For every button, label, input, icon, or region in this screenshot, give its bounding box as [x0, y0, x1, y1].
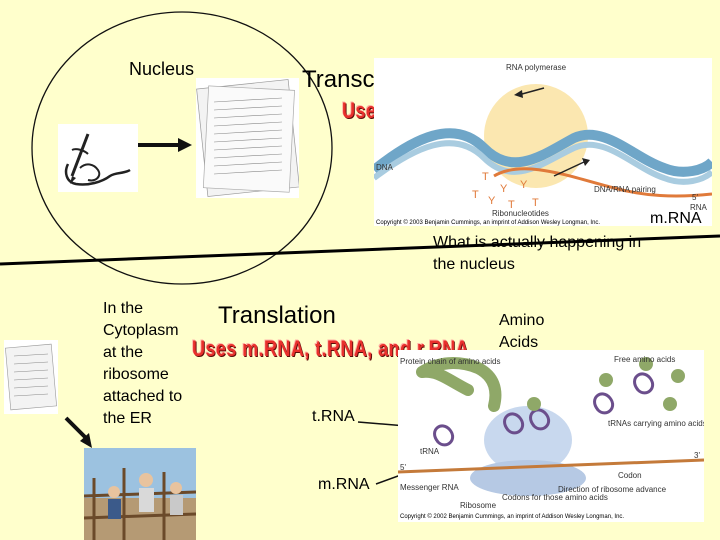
- mrna-strand: [398, 458, 704, 474]
- ribonucleotides-label: Ribonucleotides: [492, 209, 549, 218]
- svg-text:Y: Y: [520, 179, 528, 191]
- paper-to-photo-arrow: [64, 416, 88, 440]
- svg-text:Y: Y: [500, 183, 508, 195]
- protein-chain: [416, 357, 502, 412]
- trna-molecules: [433, 372, 655, 447]
- dna-strand: [374, 128, 712, 177]
- translation-title: Translation: [218, 302, 336, 329]
- amino-acid-beads: [527, 357, 685, 411]
- nucleus-label: Nucleus: [129, 59, 195, 79]
- rna-polymerase-label: RNA polymerase: [506, 63, 567, 72]
- amino-acids-label: Amino Acids: [499, 312, 545, 351]
- dna-label: DNA: [376, 163, 394, 172]
- trna-label: t.RNA: [312, 408, 355, 425]
- rna-end-label: RNA: [690, 203, 708, 212]
- nucleus-outline: [31, 11, 333, 285]
- rna-strand: [493, 167, 712, 198]
- codons-label: Codons for those amino acids: [502, 493, 608, 502]
- section-divider: [0, 234, 720, 266]
- translation-copyright: Copyright © 2002 Benjamin Cummings, an i…: [400, 513, 624, 520]
- svg-text:T: T: [532, 197, 539, 209]
- translation-figure: Protein chain of amino acids Free amino …: [398, 350, 704, 522]
- ribosome-label: Ribosome: [460, 501, 497, 510]
- pen-writing-image: [58, 124, 138, 192]
- pen-hand-icon: [64, 133, 131, 186]
- mrna-five-prime: 5': [400, 463, 406, 472]
- messenger-rna-label: Messenger RNA: [400, 483, 459, 492]
- mrna-three-prime: 3': [694, 451, 700, 460]
- trna-carrying-label: tRNAs carrying amino acids: [608, 419, 704, 428]
- five-prime-label: 5': [692, 193, 698, 202]
- nucleus-note: What is actually happening in the nucleu…: [433, 234, 642, 273]
- protein-chain-label: Protein chain of amino acids: [400, 357, 501, 366]
- mrna-product-label: m.RNA: [650, 210, 702, 227]
- dna-rna-pairing-label: DNA/RNA pairing: [594, 185, 656, 194]
- transcription-copyright: Copyright © 2003 Benjamin Cummings, an i…: [376, 219, 600, 226]
- trna-small-label: tRNA: [420, 447, 440, 456]
- cytoplasm-note: In the Cytoplasm at the ribosome attache…: [103, 300, 183, 427]
- svg-text:Y: Y: [488, 195, 496, 207]
- svg-text:T: T: [508, 199, 515, 211]
- direction-label: Direction of ribosome advance: [558, 485, 667, 494]
- free-amino-label: Free amino acids: [614, 355, 675, 364]
- papers-small-image: [4, 340, 58, 414]
- codon-label: Codon: [618, 471, 642, 480]
- mrna-label: m.RNA: [318, 476, 370, 493]
- construction-workers-photo: [84, 448, 196, 540]
- svg-text:T: T: [472, 189, 479, 201]
- handwritten-papers-image: [196, 78, 300, 198]
- svg-text:T: T: [482, 171, 489, 183]
